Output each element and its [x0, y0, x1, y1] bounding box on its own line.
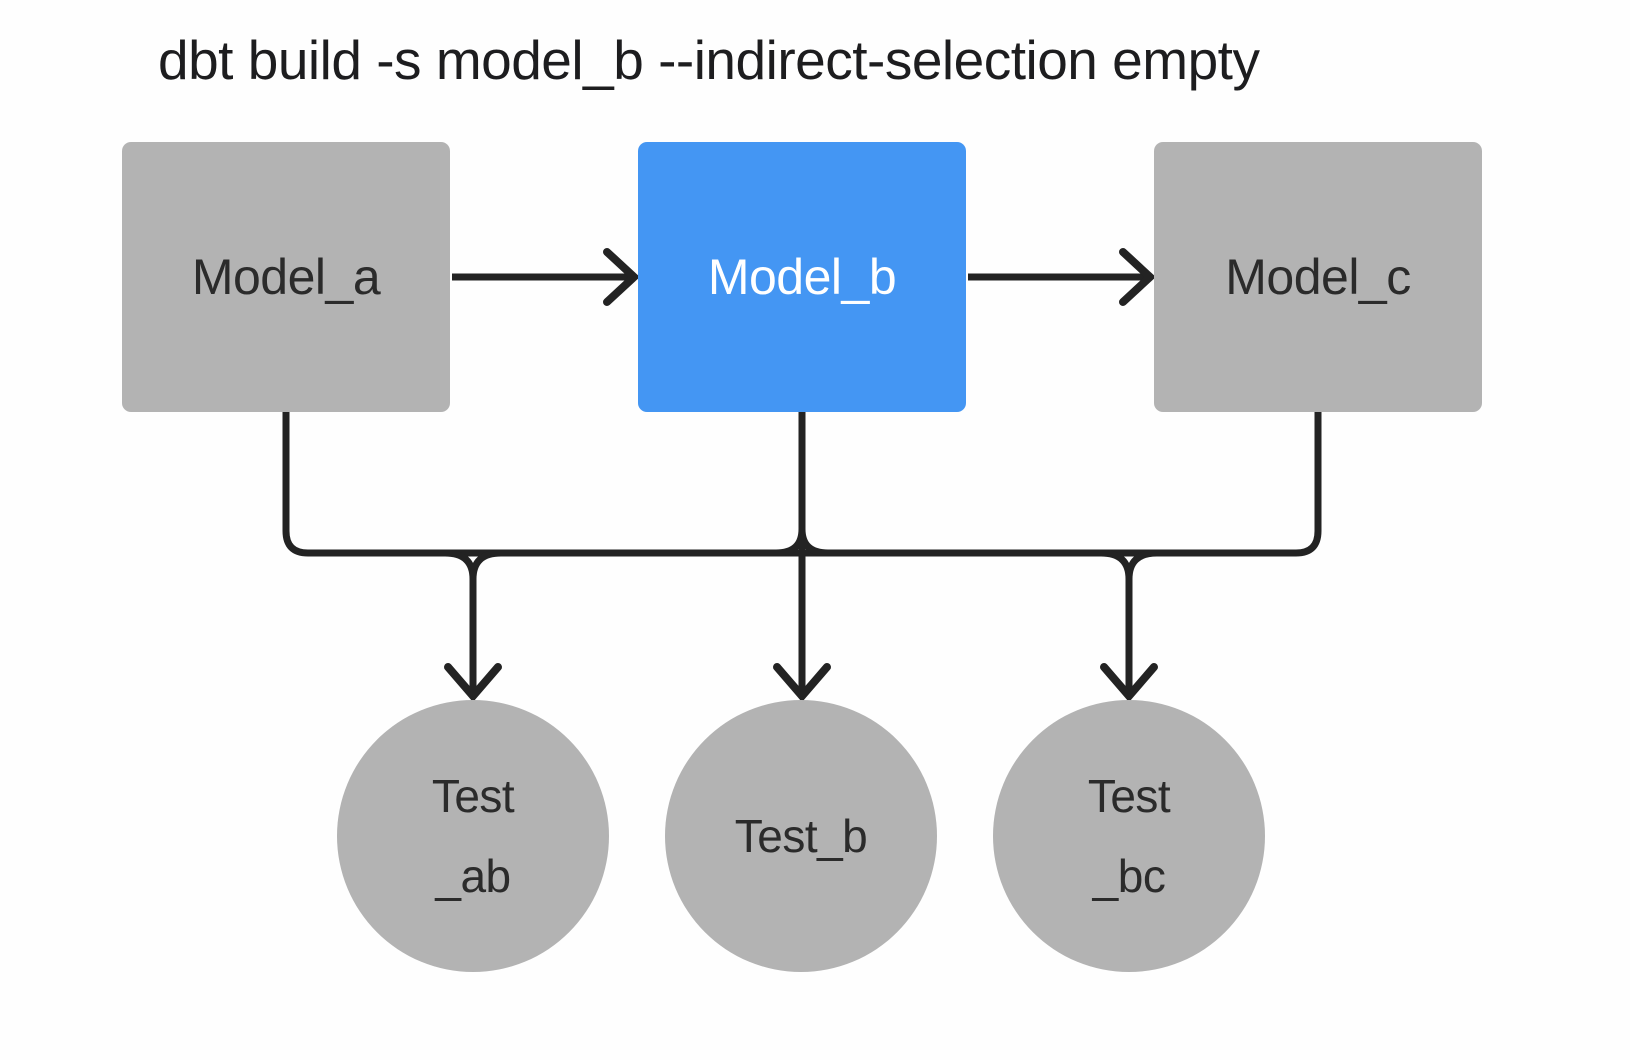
node-test-ab: Test _ab — [337, 700, 609, 972]
node-test-ab-label-line1: Test — [431, 770, 515, 822]
node-test-bc-label-line2: _bc — [1092, 850, 1166, 902]
edge-model-b-to-test-b — [773, 412, 831, 703]
diagram-title: dbt build -s model_b --indirect-selectio… — [158, 29, 1260, 91]
node-test-bc-label-line1: Test — [1087, 770, 1171, 822]
node-test-b-label: Test_b — [734, 810, 868, 862]
edge-bus-to-test-bc — [1100, 549, 1158, 703]
node-test-ab-label-line2: _ab — [435, 850, 511, 902]
node-test-bc: Test _bc — [993, 700, 1265, 972]
node-model-b-label: Model_b — [707, 249, 897, 305]
node-model-a-label: Model_a — [191, 249, 381, 305]
node-model-c: Model_c — [1154, 142, 1482, 412]
edge-model-a-to-model-b — [452, 248, 640, 306]
node-model-b-selected: Model_b — [638, 142, 966, 412]
edge-model-b-to-model-c — [968, 248, 1156, 306]
node-model-a: Model_a — [122, 142, 450, 412]
node-model-c-label: Model_c — [1225, 249, 1411, 305]
edge-bus-to-test-ab — [444, 549, 502, 703]
node-test-b: Test_b — [665, 700, 937, 972]
